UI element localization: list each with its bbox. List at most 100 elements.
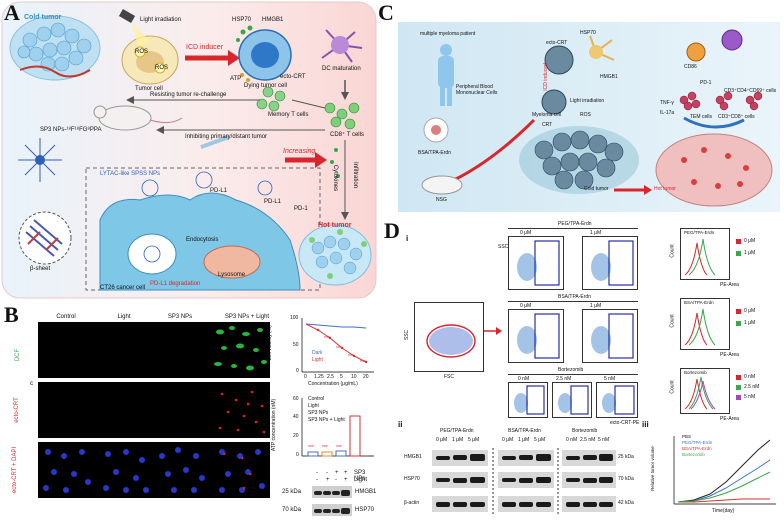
c-cd4-label: CD3⁺CD4⁺CD69⁺ cells <box>724 88 777 94</box>
western-blot-d: PEG/TPA-Erdn BSA/TPA-Erdn Bortezomib 0 μ… <box>404 428 640 520</box>
blot-name-hmgb1: HMGB1 <box>355 489 377 495</box>
panel-c: C <box>378 0 784 215</box>
c-cd86-label: CD86 <box>684 64 697 70</box>
c-hot-label: Hot tumor <box>654 186 676 192</box>
c-hsp70-label: HSP70 <box>580 30 596 36</box>
hist-bor-leg-1: 2.5 nM <box>744 384 760 390</box>
c-icd-label: ICD induced <box>542 63 549 91</box>
panel-a: A Cold tumor Light irradiation ROS ROS T… <box>0 0 378 300</box>
gating-arrow <box>484 327 502 335</box>
blot-d-kda-actin: 42 kDa <box>618 500 634 506</box>
hist-bsa-title: BSA/TPA-Erdn <box>684 300 714 305</box>
cytokines-label: Cytokines <box>332 164 339 192</box>
blot-d-bor-lane-1: 2.5 nM <box>580 437 596 443</box>
atp-star-2: *** <box>322 445 328 451</box>
c-pd1-label: PD-1 <box>700 80 712 86</box>
image-dcf-sp3-light <box>212 322 270 378</box>
blot-light-row-label: Light <box>354 477 368 483</box>
viability-xtick-4: 10 <box>351 374 357 380</box>
c-crt-label: CRT <box>542 122 553 128</box>
hist-peg-title: PEG/TPA-Erdn <box>684 230 715 235</box>
c-nsg-label: NSG <box>436 197 447 203</box>
blot-d-bsa-lane-1: 1 μM <box>518 437 530 443</box>
row-label-dcf: DCF <box>15 348 22 362</box>
flow-bar-peg <box>508 228 638 229</box>
flow-plot-peg-0 <box>508 236 564 290</box>
ros-label-1: ROS <box>135 49 149 55</box>
hist-peg-xlabel: PE-Area <box>720 282 739 288</box>
atp-ylabel: ATP concentration (nM) <box>271 398 278 452</box>
blot-band-hmgb1 <box>312 486 352 498</box>
hist-peg-leg-1: 1 μM <box>744 250 756 256</box>
blot-d-group-peg: PEG/TPA-Erdn <box>440 428 474 434</box>
viability-star-1: *** <box>324 336 330 342</box>
pdl1-degradation-label: PD-L1 degradation <box>150 281 201 287</box>
atp-ytick-0: 0 <box>296 452 299 458</box>
atp-ytick-40: 40 <box>293 414 299 420</box>
hist-peg-ylabel: Count <box>669 244 676 258</box>
flow-group-title-bortezomib: Bortezomib <box>558 367 584 373</box>
panel-a-label: A <box>4 0 20 25</box>
atp-star-1: *** <box>308 445 314 451</box>
dc-maturation-label: DC maturation <box>322 66 361 72</box>
hist-bortezomib <box>680 368 730 414</box>
c-hmgb1-label: HMGB1 <box>600 74 618 80</box>
blot-d-group-bsa: BSA/TPA-Erdn <box>508 428 541 434</box>
image-dcf-sp3 <box>154 322 212 378</box>
blot-light-lane-3: - <box>335 477 337 483</box>
light-irradiation-label: Light irradiation <box>140 17 182 23</box>
growth-legend-2: BSA/TPA-Erdn <box>682 446 712 451</box>
c-tem-label: TEM cells <box>690 114 712 120</box>
flow-bsa-cond-0: 0 μM <box>520 303 532 309</box>
hist-bor-swatch-2 <box>736 395 741 400</box>
viability-chart: Cell viability (%) 100 50 0 0 1.25 2.5 5… <box>267 312 378 390</box>
panel-b: B Control Light SP3 NPs SP3 NPs + Light … <box>0 302 378 524</box>
hist-peg <box>680 228 730 280</box>
atp-label: ATP <box>230 76 242 82</box>
atp-star-3: *** <box>336 445 342 451</box>
viability-xtick-5: 20 <box>363 374 369 380</box>
flow-plot-bsa-1 <box>582 309 638 363</box>
blot-sp3-lane-3: + <box>335 470 339 476</box>
ct26-label: CT26 cancer cell <box>100 285 146 291</box>
flow-bor-cond-0: 0 nM <box>518 376 530 382</box>
flow-bsa-cond-1: 1 μM <box>590 303 602 309</box>
row-label-ecto-crt-dapi: ecto-CRT + DAPI <box>12 446 19 494</box>
infiltration-label: Infiltration <box>352 161 359 189</box>
blot-d-peg-lane-0: 0 μM <box>436 437 448 443</box>
atp-ytick-60: 60 <box>293 396 299 402</box>
blot-light-lane-1: - <box>316 477 318 483</box>
atp-chart: ATP concentration (nM) 60 40 20 0 Contro… <box>271 394 378 466</box>
hist-peg-swatch-0 <box>736 239 741 244</box>
blot-sp3-row-label: SP3 NPs <box>354 470 366 482</box>
blot-d-group-bor: Bortezomib <box>572 428 598 434</box>
pdl1-label-b: PD-L1 <box>264 199 282 205</box>
viability-ytick-100: 100 <box>290 315 299 321</box>
hist-bsa-swatch-0 <box>736 309 741 314</box>
hist-bsa-leg-0: 0 μM <box>744 308 756 314</box>
atp-ytick-20: 20 <box>293 433 299 439</box>
viability-xtick-1: 1.25 <box>314 374 324 380</box>
viability-ytick-50: 50 <box>293 342 299 348</box>
c-ros-label: ROS <box>580 112 591 118</box>
hsp70-label: HSP70 <box>232 17 252 23</box>
hist-bor-ylabel: Count <box>669 380 676 394</box>
blot-name-hsp70: HSP70 <box>355 507 375 513</box>
image-crt-control <box>38 382 96 438</box>
hist-peg-swatch-1 <box>736 251 741 256</box>
flow-ssc-label: SSC <box>498 244 509 250</box>
flow-bar-bsa <box>508 301 638 302</box>
panel-d-sub-iii: iii <box>642 420 649 429</box>
sp3-nps-label: SP3 NPs-¹⁸F¹⁸FG⁸PPA <box>40 127 102 133</box>
hist-bortezomib-title: Bortezomib <box>684 370 707 375</box>
flow-bor-cond-1: 2.5 nM <box>556 376 572 382</box>
gating-ssc: SSC <box>404 329 411 341</box>
panel-c-illustration <box>398 22 780 212</box>
lytac-label: LYTAC-like SPSS NPs <box>100 171 161 177</box>
blot-kda-hsp70: 70 kDa <box>282 507 302 513</box>
increasing-label: Increasing <box>283 148 316 155</box>
c-patient-label: multiple myeloma patient <box>420 31 476 37</box>
memory-t-label: Memory T cells <box>268 112 309 118</box>
blot-d-bsa-lane-0: 0 μM <box>502 437 514 443</box>
blot-kda-hmgb1: 25 kDa <box>282 489 302 495</box>
